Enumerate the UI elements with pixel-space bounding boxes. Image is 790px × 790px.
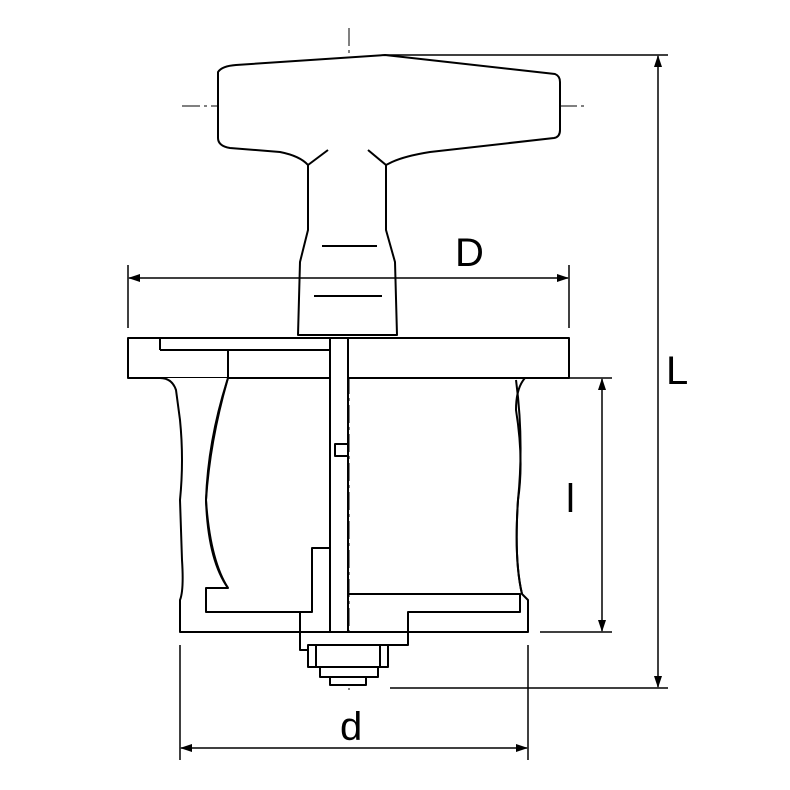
inner-right-curve [515,379,523,595]
stem-collar [334,443,349,457]
right-wall [348,377,569,633]
neck-line-left [307,149,329,166]
left-wall [128,377,301,633]
inner-left-curve [205,377,229,589]
washer [319,666,379,678]
dim-d-label: d [340,705,362,749]
dim-l-label: l [566,477,575,521]
washer-bottom [329,676,367,686]
center-stem [329,337,349,633]
t-handle [217,54,561,336]
dimension-lines [127,54,668,760]
nut [307,644,389,668]
lower-bracket [299,547,331,633]
dim-L-label: L [666,349,688,393]
dim-D-label: D [455,231,484,275]
neck-line-right [367,149,387,166]
valve-body [127,337,570,686]
handle-crossbar [217,54,561,336]
